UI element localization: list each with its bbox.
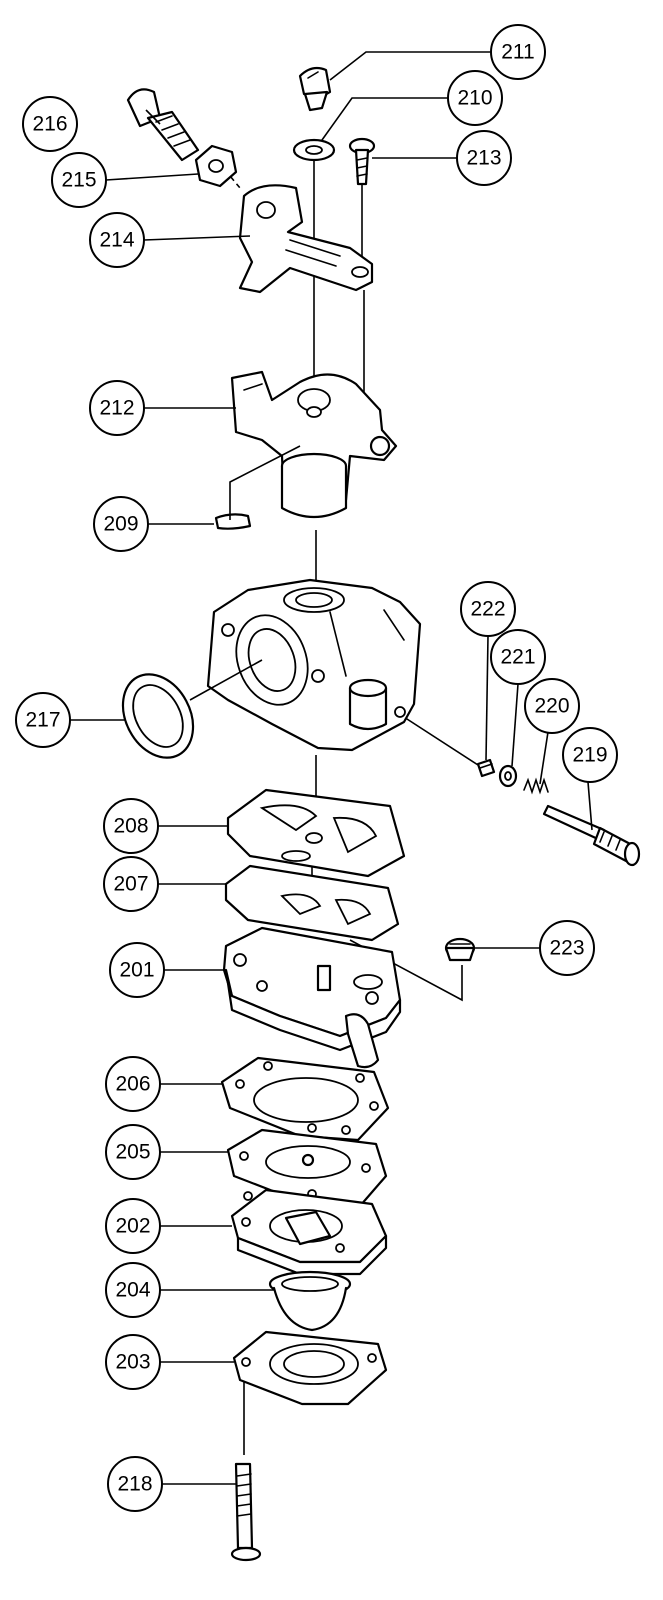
callout-215-label: 215 [61, 169, 96, 192]
part-208-gasket [226, 788, 406, 878]
callout-209-label: 209 [103, 513, 138, 536]
callout-223-label: 223 [549, 937, 584, 960]
part-205-diaphragm [226, 1128, 388, 1208]
callout-214-label: 214 [99, 229, 134, 252]
callout-201: 201 [109, 942, 165, 998]
part-210-washer [292, 138, 336, 162]
part-202-cover [230, 1188, 388, 1276]
callout-221-label: 221 [500, 646, 535, 669]
callout-205: 205 [105, 1124, 161, 1180]
callout-208: 208 [103, 798, 159, 854]
callout-214: 214 [89, 212, 145, 268]
part-209-clip [214, 513, 252, 530]
part-218-long-screw [230, 1462, 262, 1562]
callout-220: 220 [524, 678, 580, 734]
callout-213: 213 [456, 130, 512, 186]
callout-leaders [70, 51, 593, 1485]
part-215-nut [194, 144, 238, 188]
part-222-spring [476, 758, 496, 778]
callout-202: 202 [105, 1198, 161, 1254]
callout-218-label: 218 [117, 1473, 152, 1496]
carburetor-main-body [206, 578, 422, 752]
part-216-adjust-screw [126, 88, 200, 162]
callout-223: 223 [539, 920, 595, 976]
callout-209: 209 [93, 496, 149, 552]
callout-222: 222 [460, 581, 516, 637]
callout-216-label: 216 [32, 113, 67, 136]
callout-206-label: 206 [115, 1073, 150, 1096]
callout-217-label: 217 [25, 709, 60, 732]
callout-203: 203 [105, 1334, 161, 1390]
part-212-throttle-assembly [230, 370, 398, 518]
part-217-gasket-ring [121, 673, 195, 759]
callout-207-label: 207 [113, 873, 148, 896]
callout-203-label: 203 [115, 1351, 150, 1374]
part-211-screw-cap [298, 66, 332, 112]
part-223-check-valve [444, 937, 476, 962]
callout-218: 218 [107, 1456, 163, 1512]
part-207-diaphragm [224, 864, 400, 942]
callout-211-label: 211 [501, 41, 534, 64]
part-221-washer [498, 764, 518, 788]
callout-210-label: 210 [457, 87, 492, 110]
callout-205-label: 205 [115, 1141, 150, 1164]
callout-207: 207 [103, 856, 159, 912]
callout-212: 212 [89, 380, 145, 436]
part-214-bracket [238, 184, 374, 294]
callout-212-label: 212 [99, 397, 134, 420]
callout-202-label: 202 [115, 1215, 150, 1238]
part-204-primer-bulb [268, 1270, 352, 1332]
callout-215: 215 [51, 152, 107, 208]
callout-221: 221 [490, 629, 546, 685]
part-220-spring [523, 777, 549, 795]
part-213-screw [348, 137, 376, 186]
callout-204: 204 [105, 1262, 161, 1318]
part-201-pump-body [222, 926, 402, 1069]
callout-204-label: 204 [115, 1279, 150, 1302]
part-219-needle-screw [542, 804, 641, 867]
callout-206: 206 [105, 1056, 161, 1112]
callout-222-label: 222 [470, 598, 505, 621]
callout-219-label: 219 [572, 744, 607, 767]
callout-208-label: 208 [113, 815, 148, 838]
callout-217: 217 [15, 692, 71, 748]
callout-210: 210 [447, 70, 503, 126]
callout-201-label: 201 [119, 959, 154, 982]
callouts: 211 210 213 216 215 214 212 209 222 221 … [15, 24, 618, 1512]
callout-213-label: 213 [466, 147, 501, 170]
part-206-gasket [220, 1056, 390, 1142]
part-203-bottom-cover [232, 1330, 388, 1406]
callout-216: 216 [22, 96, 78, 152]
callout-219: 219 [562, 727, 618, 783]
callout-220-label: 220 [534, 695, 569, 718]
callout-211: 211 [490, 24, 546, 80]
